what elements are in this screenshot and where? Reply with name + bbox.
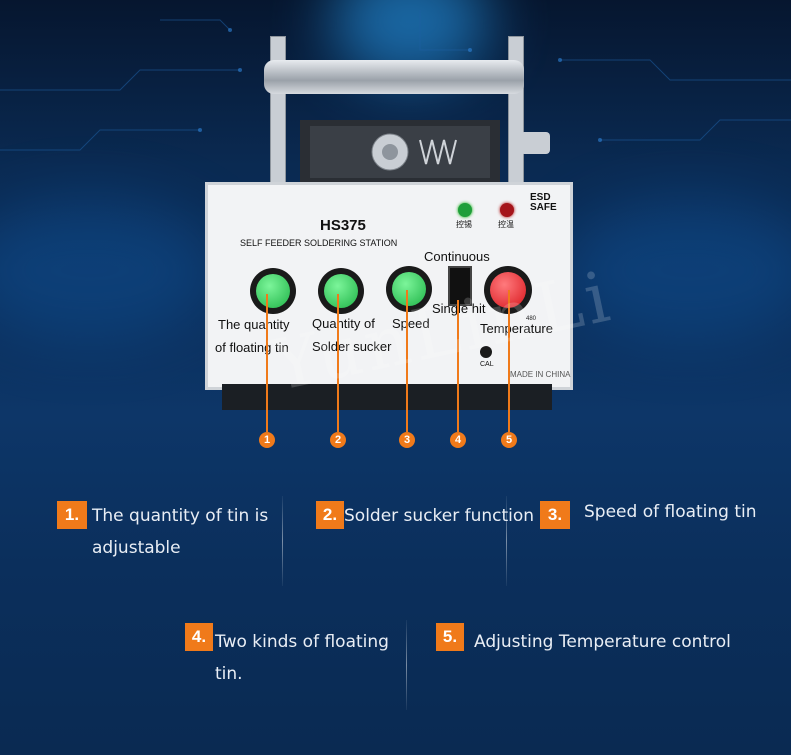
- callout-line-1: [266, 294, 268, 432]
- temp-led: [500, 203, 514, 217]
- temp-scale-max: 480: [526, 316, 537, 322]
- temperature-label: Temperature: [480, 321, 553, 336]
- esd-line2: SAFE: [530, 202, 557, 213]
- callout-line-3: [406, 290, 408, 432]
- speed-knob[interactable]: [386, 266, 432, 312]
- adjust-screw: [520, 132, 550, 154]
- background-glow: [0, 200, 220, 340]
- device-base: [222, 384, 552, 410]
- cal-button[interactable]: [480, 346, 492, 358]
- feature-1-line1: The quantity of tin is: [92, 506, 269, 526]
- temp-led-label: 控温: [498, 220, 514, 229]
- callout-badge-3: 3: [399, 432, 415, 448]
- feature-number-3: 3.: [540, 501, 570, 529]
- tin-roller: [264, 60, 524, 94]
- callout-badge-1: 1: [259, 432, 275, 448]
- tin-quantity-knob-cap: [256, 274, 290, 308]
- feature-number-1: 1.: [57, 501, 87, 529]
- feature-divider: [282, 496, 283, 586]
- made-in-label: MADE IN CHINA: [510, 370, 571, 379]
- feature-text-1: The quantity of tin is adjustable: [92, 500, 268, 564]
- tin-led: [458, 203, 472, 217]
- subtitle-label: SELF FEEDER SOLDERING STATION: [240, 238, 398, 248]
- feature-text-3: Speed of floating tin: [584, 502, 757, 522]
- cal-label: CAL: [480, 361, 494, 368]
- feature-text-4: Two kinds of floating tin.: [215, 626, 389, 690]
- feature-number-4: 4.: [185, 623, 213, 651]
- feeder-spring: [310, 126, 490, 178]
- continuous-label: Continuous: [424, 249, 490, 264]
- solder-sucker-knob[interactable]: [318, 268, 364, 314]
- callout-line-4: [457, 300, 459, 432]
- model-label: HS375: [320, 217, 366, 234]
- circuit-pattern: [0, 10, 791, 151]
- callout-line-5: [508, 290, 510, 432]
- esd-line1: ESD: [530, 192, 551, 203]
- feature-number-2: 2.: [316, 501, 344, 529]
- callout-line-2: [337, 294, 339, 432]
- feature-divider: [506, 496, 507, 586]
- feature-4-line2: tin.: [215, 664, 243, 684]
- speed-label: Speed: [392, 316, 430, 331]
- left-bracket: [270, 36, 286, 188]
- callout-badge-2: 2: [330, 432, 346, 448]
- esd-logo: ESD SAFE: [530, 193, 557, 213]
- sucker-label-line2: Solder sucker: [312, 339, 392, 354]
- background-glow: [560, 200, 791, 340]
- feeder-mechanism: [300, 120, 500, 184]
- callout-badge-4: 4: [450, 432, 466, 448]
- feature-number-5: 5.: [436, 623, 464, 651]
- feature-text-5: Adjusting Temperature control: [474, 632, 731, 652]
- sucker-label-line1: Quantity of: [312, 316, 375, 331]
- solder-sucker-knob-cap: [324, 274, 358, 308]
- speed-knob-cap: [392, 272, 426, 306]
- feature-4-line1: Two kinds of floating: [215, 632, 389, 652]
- tin-quantity-knob[interactable]: [250, 268, 296, 314]
- feature-text-2: Solder sucker function: [344, 506, 535, 526]
- mode-switch[interactable]: [448, 266, 472, 306]
- right-bracket: [508, 36, 524, 188]
- tin-led-label: 控锡: [456, 220, 472, 229]
- feature-divider: [406, 620, 407, 710]
- quantity-label-line2: of floating tin: [215, 340, 289, 355]
- quantity-label-line1: The quantity: [218, 317, 290, 332]
- feature-1-line2: adjustable: [92, 538, 181, 558]
- callout-badge-5: 5: [501, 432, 517, 448]
